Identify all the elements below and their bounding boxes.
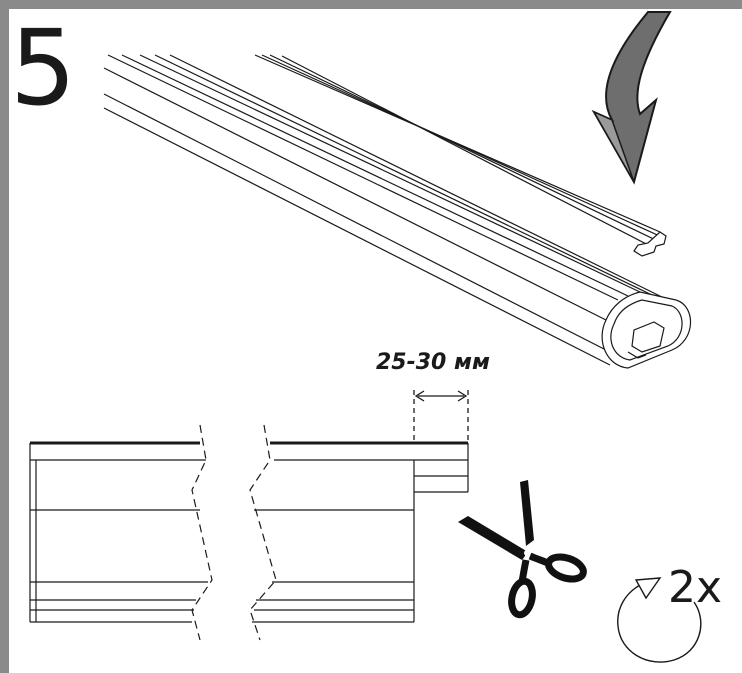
dimension-label: 25-30 мм [376,350,490,375]
step-number: 5 [10,7,77,129]
rotate-icon [617,577,702,663]
dimension-marker [413,390,469,442]
scissors-icon [458,480,587,619]
repeat-count-label: 2x [668,562,723,613]
rail-profile [103,54,692,369]
frame-left-border [0,0,9,673]
frame-top-border [0,0,742,9]
rail-side-view [29,424,469,641]
down-arrow-icon [591,11,672,185]
